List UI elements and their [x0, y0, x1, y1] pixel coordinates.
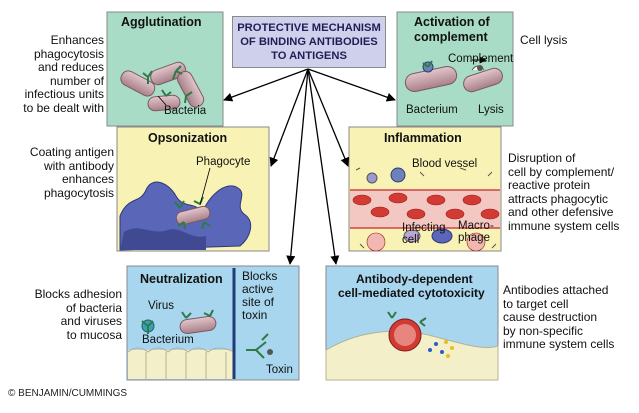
- desc-line: and other defensive: [508, 205, 614, 220]
- blocks-line: toxin: [242, 308, 268, 322]
- agglutination-bacteria-label: Bacteria: [164, 105, 207, 117]
- desc-line: Disruption of: [508, 151, 576, 165]
- infecting-label-line2: cell: [402, 234, 420, 246]
- phagocyte-illustration: [119, 181, 252, 251]
- neutralization-title: Neutralization: [140, 272, 223, 286]
- agglutination-description: Enhances phagocytosis and reduces number…: [4, 33, 104, 116]
- desc-line: cause destruction: [503, 310, 598, 325]
- opsonization-description: Coating antigen with antibody enhances p…: [4, 145, 114, 200]
- macrophage-label: Macro- phage: [458, 220, 494, 244]
- center-title-line3: TO ANTIGENS: [271, 50, 347, 62]
- bacteria-pointer: [157, 95, 167, 106]
- center-title-line1: PROTECTIVE MECHANISM: [237, 22, 381, 34]
- adcc-illustration: [325, 311, 499, 381]
- phagocyte-pointer: [199, 167, 211, 206]
- central-mechanism-box: PROTECTIVE MECHANISM OF BINDING ANTIBODI…: [232, 16, 386, 68]
- infecting-cell-label: Infecting cell: [402, 222, 445, 246]
- desc-line: reactive protein: [508, 178, 591, 193]
- desc-line: to be dealt with: [23, 100, 104, 115]
- neutralization-bacterium-label: Bacterium: [142, 334, 194, 346]
- macro-label-line2: phage: [458, 232, 490, 244]
- opsonization-title: Opsonization: [148, 131, 228, 145]
- mechanism-arrows: [223, 68, 396, 265]
- desc-line: to mucosa: [66, 327, 122, 342]
- inflammation-title: Inflammation: [384, 131, 462, 145]
- complement-description: Cell lysis: [520, 33, 630, 48]
- desc-line: Cell lysis: [520, 33, 568, 47]
- agglutination-title: Agglutination: [121, 15, 202, 29]
- blocks-line: Blocks: [242, 269, 278, 283]
- complement-label: Complement: [448, 53, 514, 65]
- virus-label: Virus: [148, 300, 174, 312]
- desc-line: by non-specific: [503, 323, 584, 338]
- desc-line: immune system cells: [503, 337, 615, 352]
- desc-line: number of: [49, 73, 104, 88]
- desc-line: of bacteria: [65, 300, 122, 315]
- desc-line: phagocytosis: [43, 185, 114, 200]
- neutralization-illustration: [127, 268, 273, 379]
- desc-line: infectious units: [24, 87, 104, 102]
- desc-line: Enhances: [50, 33, 104, 47]
- adcc-title-line2: cell-mediated cytotoxicity: [338, 286, 485, 300]
- adcc-title-line1: Antibody-dependent: [356, 272, 473, 286]
- blocks-line: site of: [242, 295, 275, 309]
- phagocyte-label: Phagocyte: [196, 156, 251, 168]
- desc-line: and reduces: [37, 60, 104, 75]
- lysis-label: Lysis: [478, 104, 504, 116]
- center-title-line2: OF BINDING ANTIBODIES: [240, 36, 378, 48]
- inflammation-description: Disruption of cell by complement/ reacti…: [508, 151, 638, 234]
- blood-vessel-illustration: [350, 167, 500, 252]
- adcc-description: Antibodies attached to target cell cause…: [503, 283, 637, 352]
- adcc-title: Antibody-dependent cell-mediated cytotox…: [338, 272, 485, 300]
- desc-line: immune system cells: [508, 218, 620, 233]
- complement-title-line2: complement: [414, 30, 488, 44]
- macro-label-line1: Macro-: [458, 220, 494, 232]
- complement-title-line1: Activation of: [414, 15, 490, 29]
- desc-line: with antibody: [43, 158, 114, 173]
- blocks-line: active: [242, 282, 274, 296]
- desc-line: enhances: [61, 172, 114, 187]
- copyright-notice: © BENJAMIN/CUMMINGS: [8, 388, 128, 399]
- complement-bacterium-label: Bacterium: [406, 104, 458, 116]
- desc-line: and viruses: [60, 314, 122, 329]
- desc-line: to target cell: [503, 296, 569, 311]
- desc-line: phagocytosis: [33, 46, 104, 61]
- desc-line: cell by complement/: [508, 164, 615, 179]
- toxin-label: Toxin: [266, 364, 293, 376]
- inflammation-panel: [348, 126, 502, 252]
- blood-vessel-label: Blood vessel: [412, 158, 478, 170]
- complement-illustration: [404, 56, 503, 93]
- desc-line: attracts phagocytic: [508, 191, 609, 206]
- desc-line: Blocks adhesion: [34, 287, 122, 301]
- blocks-active-site-label: Blocks active site of toxin: [242, 270, 277, 322]
- neutralization-description: Blocks adhesion of bacteria and viruses …: [4, 287, 122, 342]
- desc-line: Antibodies attached: [503, 283, 609, 297]
- infecting-label-line1: Infecting: [402, 222, 446, 234]
- complement-title: Activation of complement: [414, 15, 490, 45]
- desc-line: Coating antigen: [29, 145, 114, 159]
